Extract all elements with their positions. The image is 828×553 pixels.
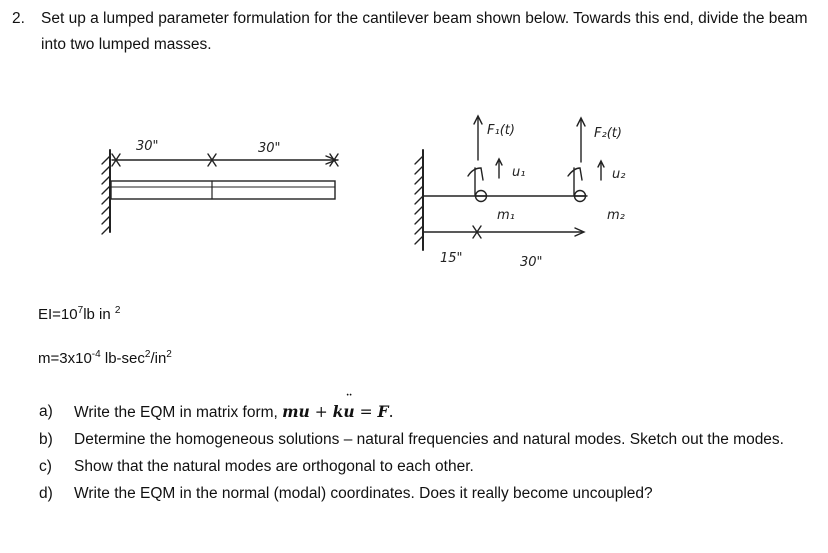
mass-1-label: m₁	[497, 208, 515, 223]
given-ei: EI=107lb in 2	[38, 305, 121, 324]
part-d-text: Write the EQM in the normal (modal) coor…	[74, 485, 653, 502]
part-a-text: Write the EQM in matrix form,	[74, 404, 283, 421]
lumped-model-sketch	[414, 114, 605, 251]
cantilever-beam-sketch	[101, 149, 339, 235]
force-1-label: F₁(t)	[487, 123, 515, 138]
disp-2-label: u₂	[612, 167, 625, 182]
beam-body	[110, 180, 336, 200]
lumped-dim-2-label: 30"	[520, 255, 543, 270]
question-parts: a) Write the EQM in matrix form, mu + ku…	[39, 398, 819, 507]
problem-text: Set up a lumped parameter formulation fo…	[41, 10, 808, 53]
part-b: b) Determine the homogeneous solutions –…	[39, 426, 819, 453]
part-a: a) Write the EQM in matrix form, mu + ku…	[39, 398, 819, 426]
part-c: c) Show that the natural modes are ortho…	[39, 453, 819, 480]
left-dim-1-label: 30"	[136, 139, 159, 154]
part-d: d) Write the EQM in the normal (modal) c…	[39, 480, 819, 507]
part-c-text: Show that the natural modes are orthogon…	[74, 458, 474, 475]
left-dim-2-label: 30"	[258, 141, 281, 156]
problem-number: 2.	[12, 10, 25, 27]
part-b-label: b)	[39, 431, 53, 448]
lumped-wall-hatching	[414, 155, 424, 245]
disp-1-label: u₁	[512, 165, 525, 180]
problem-statement: 2. Set up a lumped parameter formulation…	[12, 6, 818, 58]
mass-2-label: m₂	[607, 208, 625, 223]
wall-hatching	[101, 155, 111, 235]
given-mass: m=3x10-4 lb-sec2/in2	[38, 349, 172, 368]
part-d-label: d)	[39, 485, 53, 502]
u-double-dot: u	[343, 398, 354, 425]
force-2-label: F₂(t)	[594, 126, 622, 141]
eqm-equation: mu + ku = F.	[282, 402, 393, 421]
beam-figure: 30" 30"	[101, 114, 625, 270]
part-a-label: a)	[39, 403, 53, 420]
part-c-label: c)	[39, 458, 52, 475]
lumped-dim-1-label: 15"	[440, 251, 463, 266]
part-b-text: Determine the homogeneous solutions – na…	[74, 431, 784, 448]
